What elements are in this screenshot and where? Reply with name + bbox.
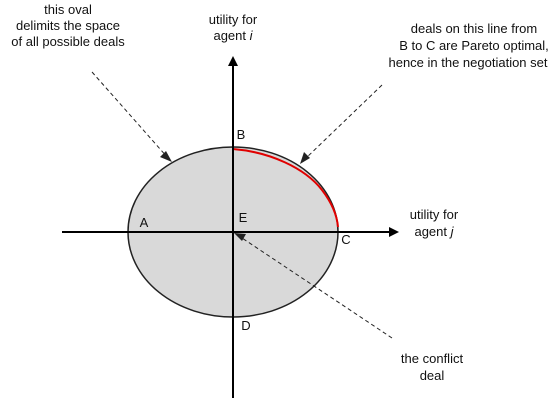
- point-e-label: E: [239, 210, 248, 225]
- y-axis-label-var: i: [250, 28, 254, 43]
- oval-note-line1: this oval: [44, 2, 92, 17]
- x-axis-label-var: j: [449, 224, 455, 239]
- pareto-note-arrowhead: [300, 152, 310, 164]
- oval-note-line2: delimits the space: [16, 18, 120, 33]
- conflict-note-arrowhead: [234, 233, 246, 241]
- pareto-note-line3: hence in the negotiation set: [388, 55, 547, 70]
- pareto-frontier-line: [232, 148, 339, 228]
- point-d-label: D: [241, 318, 250, 333]
- point-c-label: C: [341, 232, 350, 247]
- conflict-note-pointer: [241, 237, 393, 339]
- pareto-note-pointer: [303, 84, 383, 161]
- point-b-label: B: [237, 127, 246, 142]
- oval-note-arrowhead: [160, 151, 172, 162]
- conflict-note-line1: the conflict: [401, 351, 464, 366]
- y-axis-label-line1: utility for: [209, 12, 258, 27]
- oval-note-pointer: [91, 71, 169, 159]
- point-a-label: A: [140, 215, 149, 230]
- pareto-note-line1: deals on this line from: [411, 21, 537, 36]
- conflict-note-line2: deal: [420, 368, 445, 383]
- y-axis-label-line2: agent i: [213, 28, 253, 43]
- oval-note-line3: of all possible deals: [11, 34, 125, 49]
- pareto-note-line2: B to C are Pareto optimal,: [399, 38, 549, 53]
- x-axis-label-prefix: agent: [414, 224, 450, 239]
- x-axis-label-line1: utility for: [410, 207, 459, 222]
- y-axis-label-prefix: agent: [213, 28, 249, 43]
- x-axis-label-line2: agent j: [414, 224, 454, 239]
